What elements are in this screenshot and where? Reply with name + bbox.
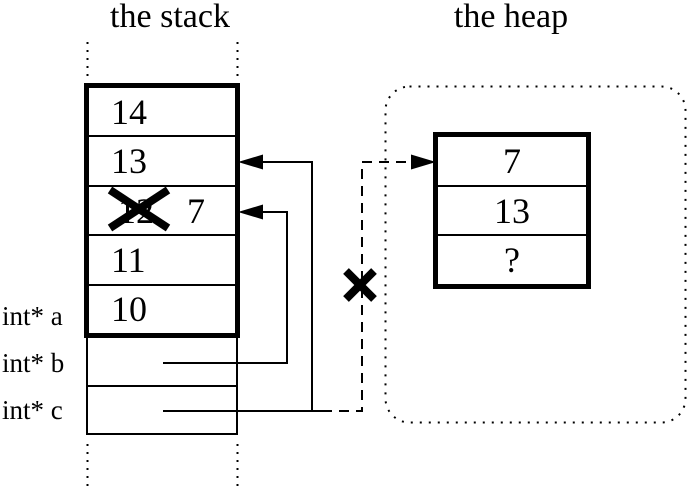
label-int-a: int* a	[2, 301, 63, 331]
stack-cell-3: 11	[89, 234, 235, 283]
label-int-b: int* b	[2, 348, 65, 378]
stack-frame-box: 14 13 12 7 11 10	[84, 83, 240, 338]
pointer-cell-c	[88, 384, 236, 434]
dangling-x-cross-icon	[343, 268, 377, 302]
stack-cell-0: 14	[89, 88, 235, 135]
pointer-b-arrowhead-icon	[238, 204, 263, 220]
pointer-cell-b	[88, 338, 236, 385]
dangling-pointer-dashed-arrow	[322, 154, 436, 412]
pointer-c-arrowhead-icon	[238, 154, 263, 170]
stack-title: the stack	[110, 0, 230, 35]
heap-cell-2-value: ?	[504, 240, 520, 281]
heap-cell-1-value: 13	[494, 190, 530, 231]
heap-cell-1: 13	[438, 184, 586, 235]
stack-cell-3-value: 11	[111, 239, 146, 280]
stack-cell-2-new-value: 7	[187, 190, 205, 231]
stack-cell-0-value: 14	[111, 91, 147, 132]
stack-cell-2-crossed: 12 7	[89, 184, 235, 234]
heap-cell-2: ?	[438, 234, 586, 284]
heap-title: the heap	[453, 0, 569, 35]
stack-cell-1: 13	[89, 135, 235, 184]
label-int-c: int* c	[2, 395, 63, 425]
heap-cell-0: 7	[438, 137, 586, 185]
heap-block-box: 7 13 ?	[433, 132, 591, 289]
stack-cell-1-value: 13	[111, 141, 147, 182]
heap-cell-0-value: 7	[503, 140, 521, 181]
stack-cell-2-old-value: 12	[118, 190, 154, 231]
pointer-variables-box	[86, 336, 238, 435]
stack-cell-4: 10	[89, 283, 235, 333]
stack-cell-4-value: 10	[111, 289, 147, 330]
